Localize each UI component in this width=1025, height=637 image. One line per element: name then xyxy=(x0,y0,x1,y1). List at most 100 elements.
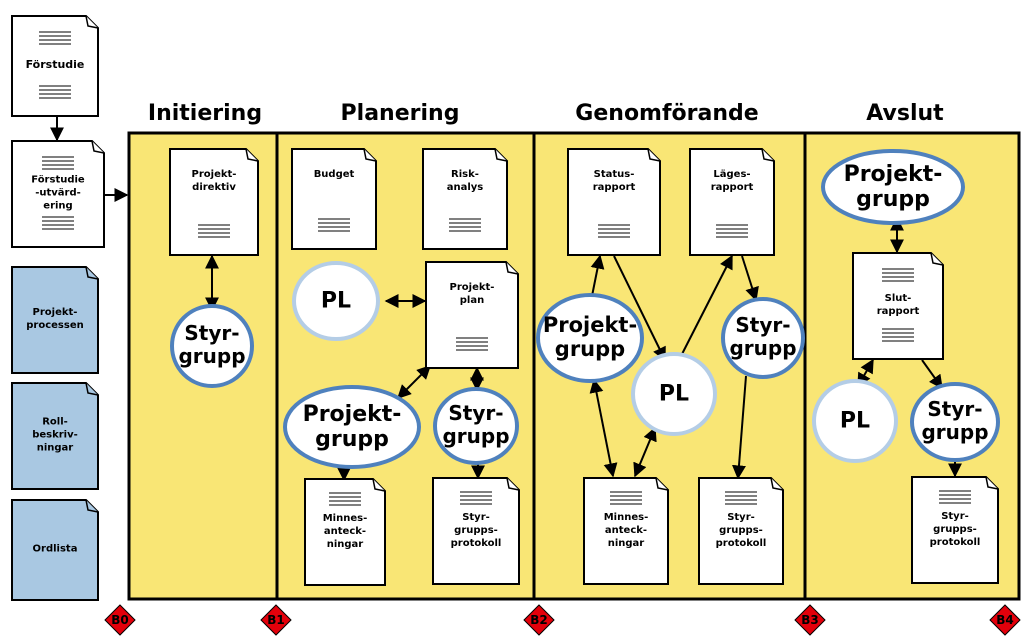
doc-ordlista[interactable]: Ordlista xyxy=(11,499,99,601)
doc-lagesrapport-label: rapport xyxy=(711,182,754,193)
doc-slutrapport-label: Slut- xyxy=(885,293,912,304)
doc-forstudie-utvardering-label: ering xyxy=(43,201,72,212)
doc-rollbeskrivningar-label: beskriv- xyxy=(32,430,78,441)
doc-lagesrapport[interactable]: Läges-rapport xyxy=(689,148,775,256)
doc-styrgruppsprotokoll-gen-label: protokoll xyxy=(716,538,767,549)
ellipse-styrgrupp-gen[interactable]: Styr-grupp xyxy=(721,297,805,379)
doc-styrgruppsprotokoll-plan-label: protokoll xyxy=(451,538,502,549)
doc-minnesanteckningar-gen-label: Minnes- xyxy=(604,512,649,523)
milestones: B0 B1 B2 B3 B4 xyxy=(104,604,1021,636)
doc-statusrapport-label: Status- xyxy=(594,169,635,180)
ellipse-projektgrupp-avs-label: grupp xyxy=(856,187,930,212)
milestone-b1: B1 xyxy=(260,604,292,636)
ellipse-styrgrupp-avs-label: Styr- xyxy=(927,397,982,421)
doc-minnesanteckningar-plan[interactable]: Minnes-anteck-ningar xyxy=(304,478,386,586)
ellipse-projektgrupp-plan-label: Projekt- xyxy=(303,402,402,427)
doc-forstudie-label: Förstudie xyxy=(26,58,85,71)
arrows xyxy=(50,117,962,482)
ellipse-pl-gen[interactable]: PL xyxy=(631,352,717,436)
ellipse-projektgrupp-plan-label: grupp xyxy=(315,427,389,452)
milestone-label: B0 xyxy=(111,613,129,627)
doc-minnesanteckningar-plan-label: ningar xyxy=(327,539,364,550)
doc-statusrapport-label: rapport xyxy=(593,182,636,193)
doc-slutrapport-label: rapport xyxy=(877,306,920,317)
ellipse-styrgrupp-gen-label: Styr- xyxy=(735,313,790,337)
ellipse-pl-plan-label: PL xyxy=(321,289,351,314)
documents: FörstudieFörstudie-utvärd-eringProjekt-p… xyxy=(11,15,999,601)
ellipse-projektgrupp-avs[interactable]: Projekt-grupp xyxy=(821,149,965,225)
doc-rollbeskrivningar-label: Roll- xyxy=(42,417,68,428)
phase-title-planering: Planering xyxy=(341,101,460,126)
ellipse-styrgrupp-avs[interactable]: Styr-grupp xyxy=(910,382,1000,462)
doc-forstudie-utvardering-label: -utvärd- xyxy=(35,188,81,199)
milestone-b0: B0 xyxy=(104,604,136,636)
ellipse-pl-avs-label: PL xyxy=(840,409,870,434)
doc-forstudie-utvardering-label: Förstudie xyxy=(31,175,85,186)
doc-styrgruppsprotokoll-gen[interactable]: Styr-grupps-protokoll xyxy=(698,477,784,585)
milestone-label: B2 xyxy=(530,613,548,627)
doc-rollbeskrivningar[interactable]: Roll-beskriv-ningar xyxy=(11,382,99,490)
doc-styrgruppsprotokoll-avs-label: Styr- xyxy=(941,511,969,522)
ellipse-styrgrupp-gen-label: grupp xyxy=(729,336,796,360)
doc-budget[interactable]: Budget xyxy=(291,148,377,250)
ellipse-projektgrupp-gen[interactable]: Projekt-grupp xyxy=(536,293,644,383)
doc-styrgruppsprotokoll-gen-label: grupps- xyxy=(719,525,763,536)
ellipse-projektgrupp-avs-label: Projekt- xyxy=(844,162,943,187)
doc-styrgruppsprotokoll-plan-label: Styr- xyxy=(462,512,490,523)
ellipse-projektgrupp-plan[interactable]: Projekt-grupp xyxy=(283,385,421,469)
doc-styrgruppsprotokoll-plan-label: grupps- xyxy=(454,525,498,536)
doc-riskanalys-label: Risk- xyxy=(451,169,479,180)
milestone-label: B3 xyxy=(801,613,819,627)
ellipse-projektgrupp-gen-label: grupp xyxy=(555,337,625,361)
doc-styrgruppsprotokoll-avs-label: grupps- xyxy=(933,524,977,535)
doc-projektprocessen-label: Projekt- xyxy=(33,307,78,318)
ellipse-styrgrupp-plan[interactable]: Styr-grupp xyxy=(433,387,519,465)
doc-lagesrapport-label: Läges- xyxy=(713,169,750,180)
ellipse-styrgrupp-avs-label: grupp xyxy=(921,420,988,444)
doc-projektprocessen-label: processen xyxy=(26,320,83,331)
ellipse-pl-gen-label: PL xyxy=(659,382,689,407)
doc-styrgruppsprotokoll-plan[interactable]: Styr-grupps-protokoll xyxy=(432,477,520,585)
ellipse-styrgrupp-init-label: Styr- xyxy=(184,321,239,345)
role-ellipses: Styr-gruppPLProjekt-gruppStyr-gruppProje… xyxy=(170,149,1000,469)
ellipse-styrgrupp-plan-label: grupp xyxy=(442,424,509,448)
milestone-b4: B4 xyxy=(989,604,1021,636)
doc-styrgruppsprotokoll-gen-label: Styr- xyxy=(727,512,755,523)
doc-projektplan-label: Projekt- xyxy=(450,282,495,293)
ellipse-styrgrupp-init-label: grupp xyxy=(178,344,245,368)
doc-projektplan[interactable]: Projekt-plan xyxy=(425,261,519,369)
ellipse-styrgrupp-init[interactable]: Styr-grupp xyxy=(170,304,254,388)
doc-riskanalys[interactable]: Risk-analys xyxy=(422,148,508,250)
doc-minnesanteckningar-gen[interactable]: Minnes-anteck-ningar xyxy=(583,477,669,585)
doc-forstudie-utvardering[interactable]: Förstudie -utvärd-ering xyxy=(11,140,105,248)
doc-projektplan-label: plan xyxy=(460,295,484,306)
doc-minnesanteckningar-plan-label: Minnes- xyxy=(323,513,368,524)
doc-budget-label: Budget xyxy=(314,169,355,180)
doc-slutrapport[interactable]: Slut-rapport xyxy=(852,252,944,360)
doc-styrgruppsprotokoll-avs-label: protokoll xyxy=(930,537,981,548)
milestone-label: B1 xyxy=(267,613,285,627)
doc-projektdirektiv-label: Projekt- xyxy=(192,169,237,180)
doc-projektdirektiv-label: direktiv xyxy=(192,182,236,193)
ellipse-pl-plan[interactable]: PL xyxy=(292,261,380,341)
doc-rollbeskrivningar-label: ningar xyxy=(37,443,74,454)
doc-statusrapport[interactable]: Status-rapport xyxy=(567,148,661,256)
doc-ordlista-label: Ordlista xyxy=(33,544,78,555)
phase-title-initiering: Initiering xyxy=(148,101,262,126)
ellipse-projektgrupp-gen-label: Projekt- xyxy=(543,313,637,337)
doc-styrgruppsprotokoll-avs[interactable]: Styr-grupps-protokoll xyxy=(911,476,999,584)
doc-riskanalys-label: analys xyxy=(447,182,484,193)
milestone-label: B4 xyxy=(996,613,1014,627)
ellipse-styrgrupp-plan-label: Styr- xyxy=(448,401,503,425)
phase-title-avslut: Avslut xyxy=(866,101,944,126)
doc-projektprocessen[interactable]: Projekt-processen xyxy=(11,266,99,374)
doc-forstudie[interactable]: Förstudie xyxy=(11,15,99,117)
doc-minnesanteckningar-gen-label: ningar xyxy=(608,538,645,549)
doc-minnesanteckningar-plan-label: anteck- xyxy=(324,526,366,537)
ellipse-pl-avs[interactable]: PL xyxy=(812,379,898,463)
doc-minnesanteckningar-gen-label: anteck- xyxy=(605,525,647,536)
milestone-b3: B3 xyxy=(794,604,826,636)
phase-title-genomforande: Genomförande xyxy=(575,101,758,126)
doc-projektdirektiv[interactable]: Projekt-direktiv xyxy=(169,148,259,256)
